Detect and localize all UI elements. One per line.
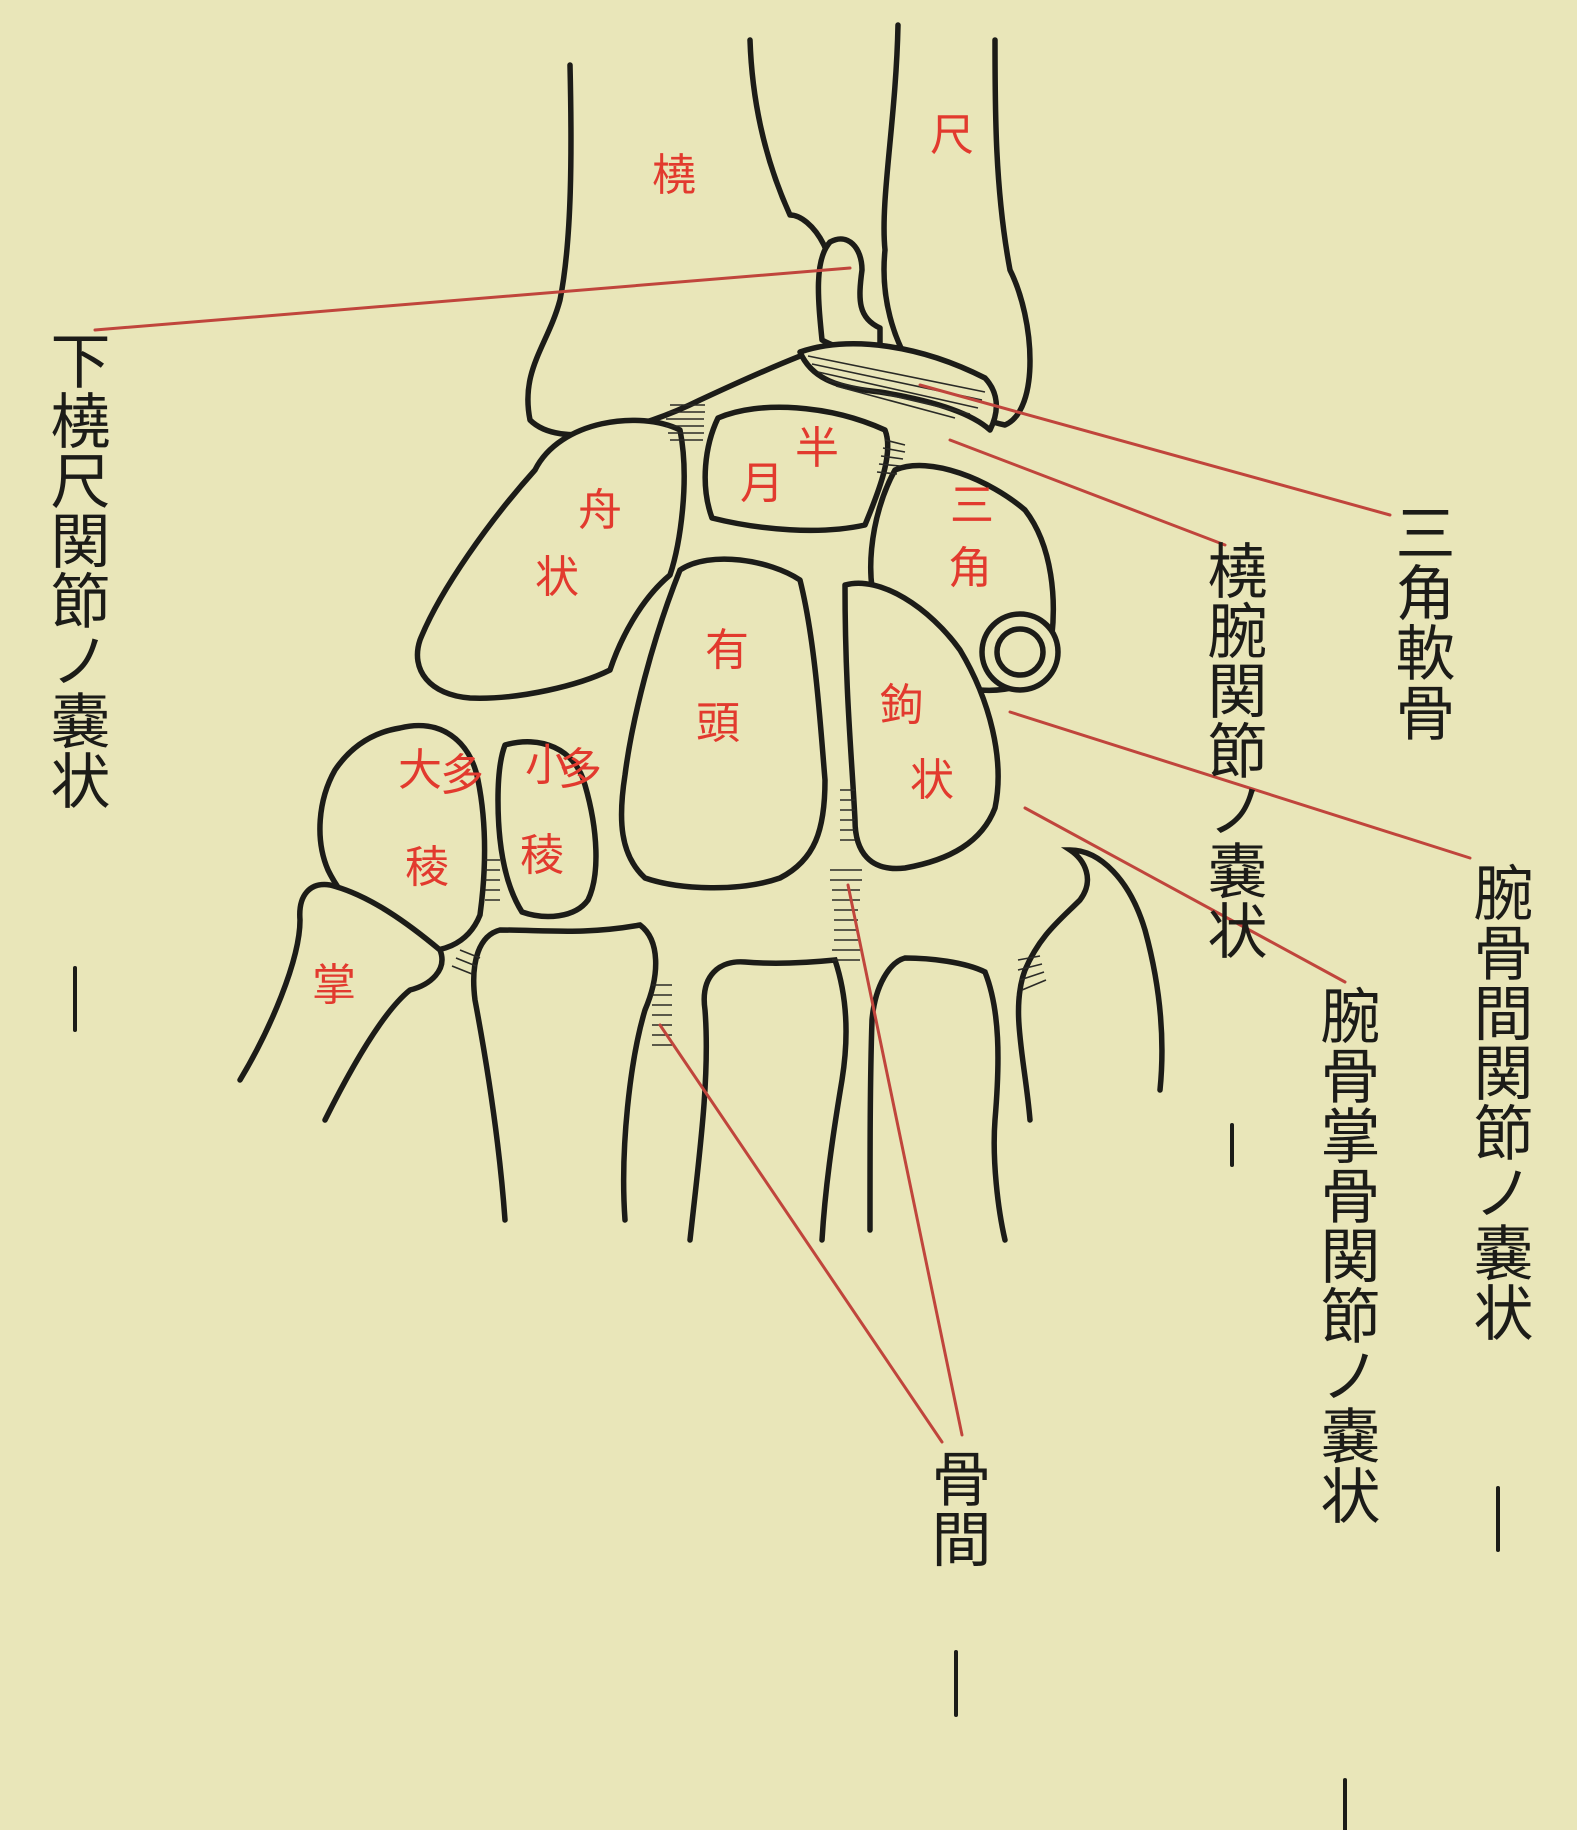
label-triquetrum-bottom: 角 [948,543,992,594]
label-carpometacarpal-capsule: 腕骨掌骨関節ノ嚢状 [1310,985,1380,1525]
label-hamate-bottom: 状 [910,755,954,806]
leader-interosseous-a [660,1025,942,1442]
label-ulna: 尺 [930,110,974,161]
label-distal-radioulnar-capsule: 下橈尺関節ノ嚢状 [40,330,110,810]
label-trapezoid-3: 稜 [520,830,564,881]
label-radiocarpal-capsule: 橈腕関節ノ嚢状 [1197,540,1267,960]
label-trapezium-1: 大 [398,745,442,796]
label-trapezoid-2: 多 [558,744,602,795]
label-capitate-bottom: 頭 [696,698,740,749]
label-lunate-top: 半 [795,423,839,474]
label-capitate-top: 有 [705,625,749,676]
label-scaphoid-bottom: 状 [535,552,579,603]
metacarpal-3 [690,960,846,1240]
label-trapezium-3: 稜 [405,842,449,893]
ulnar-styloid [818,239,880,349]
label-hamate-top: 鉤 [880,680,924,731]
metacarpal-5 [1019,850,1162,1120]
label-intercarpal-capsule: 腕骨間関節ノ嚢状 [1463,862,1533,1342]
radius-bone [528,40,839,435]
label-triangular-cartilage: 三角軟骨 [1385,502,1455,742]
label-interosseous: 骨間 [921,1448,991,1568]
pisiform-bone [982,614,1058,690]
leader-interosseous-b [848,885,962,1435]
metacarpal-2 [474,925,656,1220]
label-triquetrum-top: 三 [950,480,994,531]
label-radius: 橈 [652,150,696,201]
metacarpal-4 [870,958,1005,1240]
label-metacarpal: 掌 [312,960,356,1011]
label-lunate-bottom: 月 [740,458,784,509]
label-scaphoid-top: 舟 [578,485,622,536]
label-trapezium-2: 多 [440,750,484,801]
leader-carpometacarpal [1025,808,1345,982]
